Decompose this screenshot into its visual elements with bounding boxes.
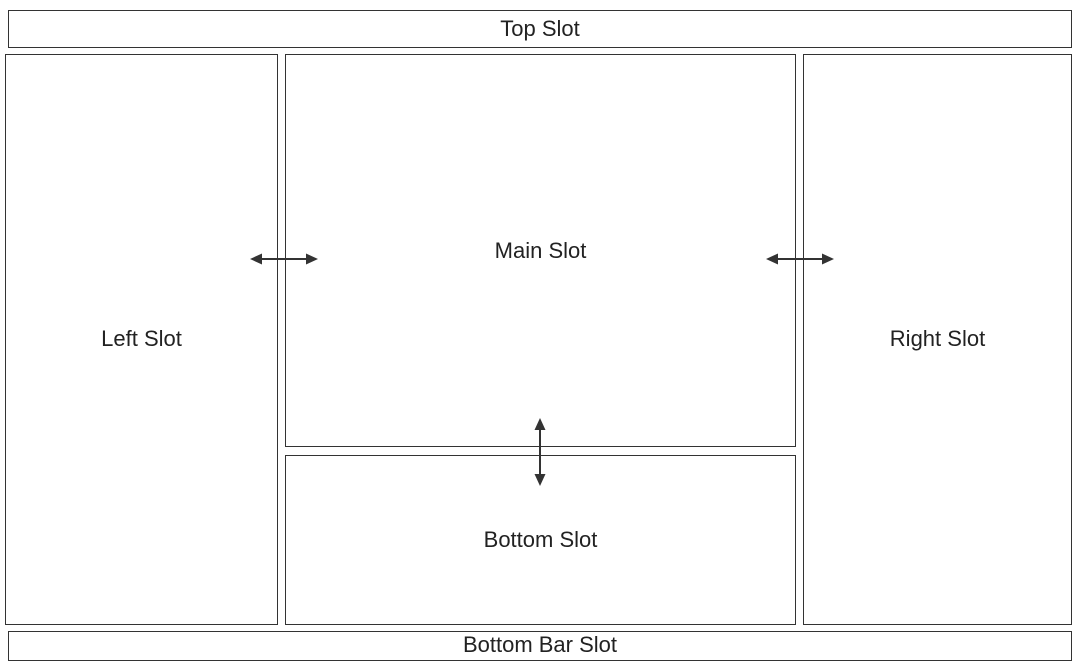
top-slot-label: Top Slot [500, 16, 580, 41]
bottom-bar-slot-label: Bottom Bar Slot [462, 632, 618, 657]
left-slot-label: Left Slot [101, 326, 182, 351]
left-resize-arrow-icon[interactable] [248, 250, 320, 268]
right-resize-arrow-icon[interactable] [764, 250, 836, 268]
left-slot: Left Slot [5, 54, 278, 625]
top-slot: Top Slot [8, 10, 1072, 48]
bottom-resize-arrow-icon[interactable] [531, 416, 549, 488]
main-slot: Main Slot [285, 54, 796, 447]
bottom-bar-slot: Bottom Bar Slot [8, 631, 1072, 661]
bottom-slot-label: Bottom Slot [483, 527, 598, 552]
main-slot-label: Main Slot [494, 238, 587, 263]
right-slot: Right Slot [803, 54, 1072, 625]
right-slot-label: Right Slot [889, 326, 986, 351]
